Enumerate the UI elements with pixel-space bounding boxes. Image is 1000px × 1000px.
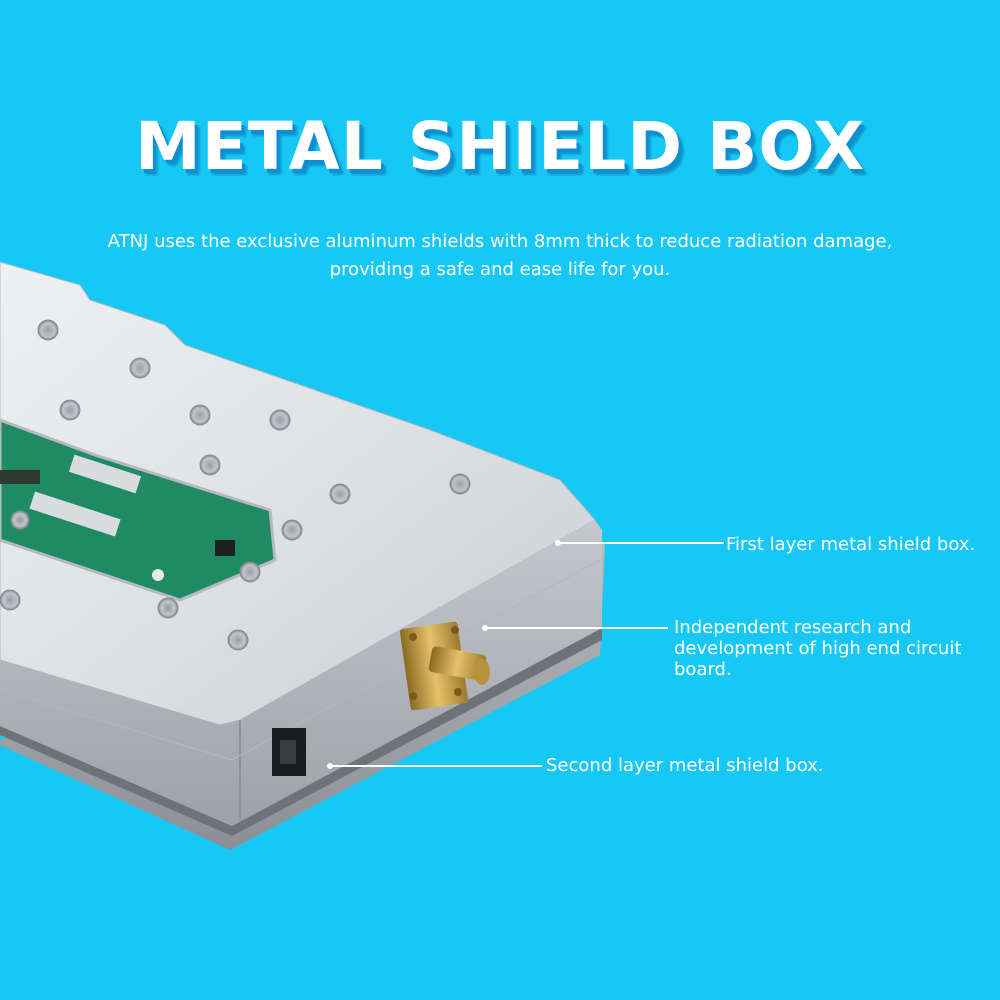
callout-pcb: Independent research and development of … bbox=[674, 617, 964, 680]
sma-connector bbox=[399, 621, 490, 711]
mounting-holes bbox=[0, 319, 471, 651]
pcb-window bbox=[0, 418, 277, 602]
callout-first-layer: First layer metal shield box. bbox=[726, 534, 975, 555]
first-layer-shield-side bbox=[0, 520, 602, 826]
callout-pcb-line-1: Independent research and bbox=[674, 617, 912, 638]
callout-pcb-line-3: board. bbox=[674, 659, 732, 680]
callout-lines bbox=[330, 542, 724, 767]
pcb-edge-layer bbox=[0, 628, 602, 836]
callout-second-layer: Second layer metal shield box. bbox=[546, 755, 824, 776]
callout-first-layer-text: First layer metal shield box. bbox=[726, 534, 976, 555]
callout-pcb-line-2: development of high end circuit bbox=[674, 638, 962, 659]
page-title: METAL SHIELD BOX bbox=[135, 108, 865, 185]
subtitle-line-1: ATNJ uses the exclusive aluminum shields… bbox=[107, 231, 893, 252]
subtitle-line-2: providing a safe and ease life for you. bbox=[329, 259, 671, 280]
callout-second-layer-text: Second layer metal shield box. bbox=[546, 755, 824, 776]
page-subtitle: ATNJ uses the exclusive aluminum shields… bbox=[0, 228, 1000, 284]
dc-jack bbox=[272, 728, 306, 776]
